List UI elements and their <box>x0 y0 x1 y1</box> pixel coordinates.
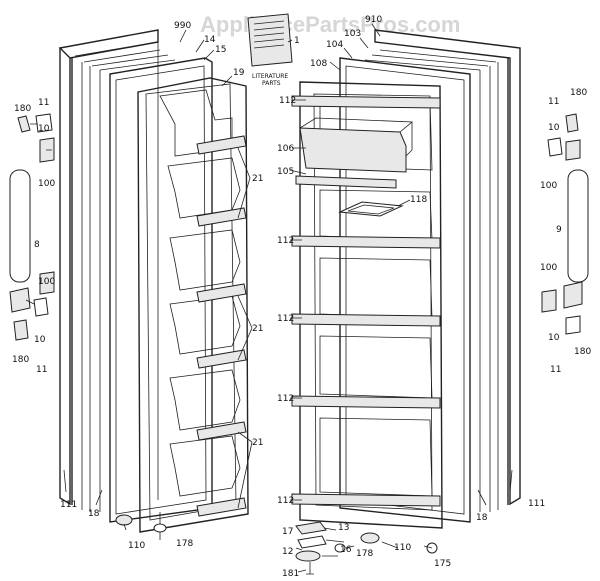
callout-label: 19 <box>233 68 245 78</box>
callout-label: 112 <box>277 496 294 506</box>
left-door-shelf-rails <box>196 135 247 517</box>
callout-label: 11 <box>550 365 561 375</box>
callout-label: 10 <box>548 333 560 343</box>
callout-label: 21 <box>252 324 263 334</box>
literature-label: LITERATURE <box>252 73 288 80</box>
callout-label: 175 <box>434 559 451 569</box>
callout-label: 100 <box>38 277 55 287</box>
callout-label: 21 <box>252 438 263 448</box>
right-door-shelf-rails <box>291 95 441 507</box>
right-door-butter-rail <box>295 175 397 189</box>
left-door-gasket <box>109 57 213 523</box>
callout-label: 108 <box>310 59 327 69</box>
callout-label: 180 <box>574 347 591 357</box>
callout-label: 111 <box>528 499 545 509</box>
right-handle-assembly <box>541 113 589 335</box>
callout-label: 11 <box>36 365 47 375</box>
callout-leaders <box>63 23 513 573</box>
callout-label: 180 <box>570 88 587 98</box>
callout-label: 11 <box>548 97 559 107</box>
right-door-liner <box>299 81 443 529</box>
callout-label: 103 <box>344 29 361 39</box>
callout-label: 110 <box>394 543 411 553</box>
callout-label: 112 <box>277 394 294 404</box>
callout-label: 21 <box>252 174 263 184</box>
right-door-outer-frame <box>364 29 521 512</box>
callout-label: 8 <box>34 240 40 250</box>
left-handle-assembly <box>9 113 55 341</box>
callout-label: 118 <box>410 195 427 205</box>
callout-label: 17 <box>282 527 293 537</box>
callout-label: 105 <box>277 167 294 177</box>
callout-label: 180 <box>12 355 29 365</box>
callout-label: 104 <box>326 40 343 50</box>
callout-label: 1 <box>294 36 300 46</box>
callout-label: 9 <box>556 225 562 235</box>
callout-label: 10 <box>38 124 50 134</box>
callout-label: 110 <box>128 541 145 551</box>
callout-label: 18 <box>88 509 100 519</box>
callout-labels: 990 14 15 19 1 910 103 104 108 112 106 1… <box>12 15 591 579</box>
callout-label: 181 <box>282 569 299 579</box>
callout-label: 13 <box>338 523 349 533</box>
callout-label: 18 <box>476 513 488 523</box>
callout-label: 178 <box>356 549 373 559</box>
parts-label: PARTS <box>262 80 281 87</box>
callout-label: 15 <box>215 45 226 55</box>
callout-label: 178 <box>176 539 193 549</box>
callout-label: 12 <box>282 547 293 557</box>
callout-label: 112 <box>277 236 294 246</box>
callout-label: 910 <box>365 15 382 25</box>
callout-label: 11 <box>38 98 49 108</box>
callout-label: 100 <box>38 179 55 189</box>
callout-label: 111 <box>60 500 77 510</box>
right-door-gasket <box>339 57 471 523</box>
callout-label: 10 <box>34 335 46 345</box>
right-door-egg-tray <box>338 201 404 217</box>
left-door-outer-frame <box>58 29 176 512</box>
bottom-hardware <box>115 512 438 575</box>
watermark: AppliancePartsPros.com <box>200 12 460 37</box>
callout-label: 10 <box>548 123 560 133</box>
callout-label: 14 <box>204 35 216 45</box>
callout-label: 16 <box>340 545 352 555</box>
callout-label: 180 <box>14 104 31 114</box>
callout-label: 112 <box>277 314 294 324</box>
callout-label: 106 <box>277 144 294 154</box>
literature-parts-packet: LITERATURE PARTS <box>247 13 293 87</box>
callout-label: 990 <box>174 21 191 31</box>
callout-label: 100 <box>540 263 557 273</box>
right-door-dairy-compartment <box>299 117 414 173</box>
callout-label: 112 <box>279 96 296 106</box>
callout-label: 100 <box>540 181 557 191</box>
